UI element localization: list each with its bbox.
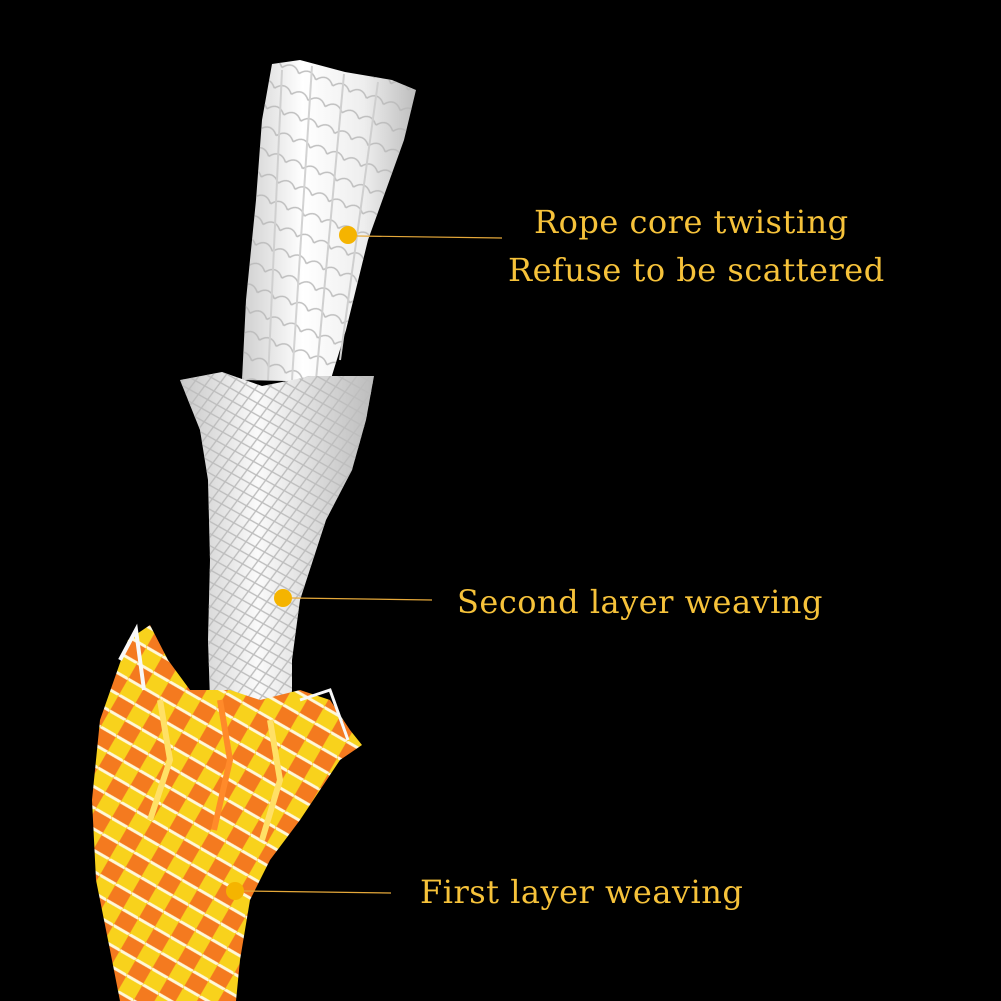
second-layer-sleeve bbox=[180, 372, 374, 700]
second-layer-label: Second layer weaving bbox=[457, 583, 823, 621]
first-layer-sheath bbox=[92, 623, 362, 1001]
callout-first-layer-marker bbox=[226, 882, 392, 900]
rope-core bbox=[242, 60, 416, 382]
first-layer-label: First layer weaving bbox=[420, 873, 744, 911]
core-label-line2: Refuse to be scattered bbox=[508, 251, 885, 289]
callout-second-layer-marker bbox=[274, 589, 433, 607]
callout-core-marker bbox=[339, 226, 503, 244]
core-label-line1: Rope core twisting bbox=[534, 203, 849, 241]
